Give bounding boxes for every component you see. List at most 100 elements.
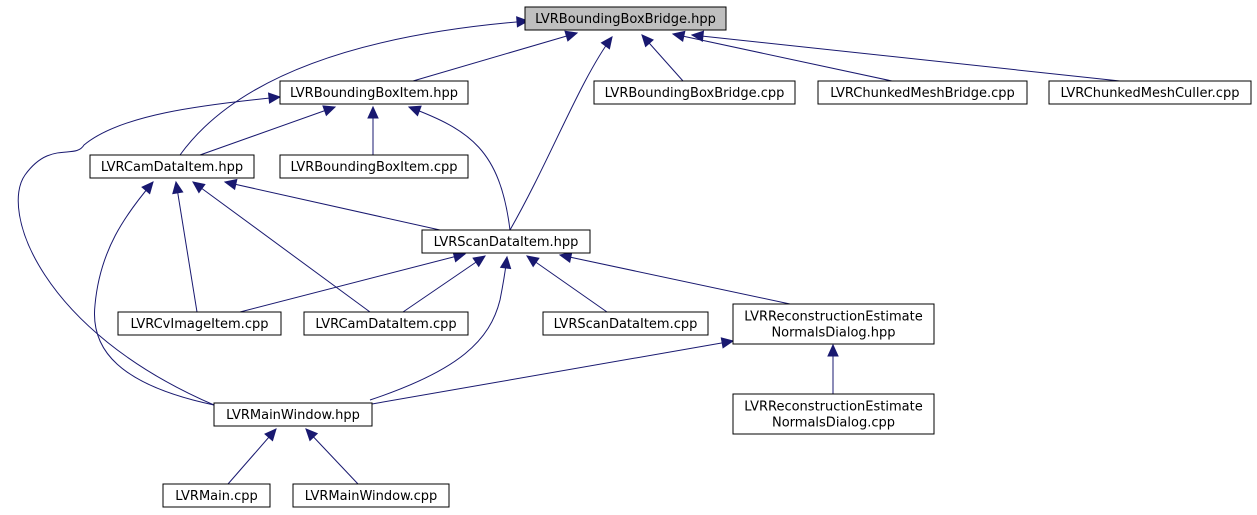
arrowhead	[407, 105, 422, 117]
edge-scandata_hpp-to-bridge_hpp	[509, 36, 613, 231]
arrowhead	[172, 180, 184, 195]
node-cvimage-cpp[interactable]: LVRCvImageItem.cpp	[117, 311, 282, 336]
edge-line	[369, 256, 508, 401]
edge-line	[305, 428, 359, 485]
node-box	[303, 311, 469, 336]
arrowhead	[499, 255, 512, 270]
node-chunkbridge-cpp[interactable]: LVRChunkedMeshBridge.cpp	[817, 80, 1028, 105]
node-box	[732, 303, 935, 345]
node-mainwindow-cpp[interactable]: LVRMainWindow.cpp	[292, 483, 450, 508]
node-label: LVRScanDataItem.cpp	[554, 317, 698, 332]
arrowhead	[192, 181, 206, 194]
node-label: LVRCamDataItem.cpp	[315, 317, 456, 332]
node-box	[292, 483, 450, 508]
edge-line	[691, 34, 1121, 82]
arrowhead	[641, 34, 654, 48]
edge-line	[227, 428, 277, 485]
node-box	[524, 6, 727, 31]
node-label: LVRScanDataItem.hpp	[434, 235, 579, 250]
edge-mainwindow_cpp-to-mainwindow_hpp	[305, 428, 359, 485]
nodes-layer: LVRBoundingBoxBridge.hppLVRBoundingBoxIt…	[89, 6, 1252, 508]
edge-line	[224, 181, 441, 231]
node-label: LVRBoundingBoxBridge.hpp	[535, 12, 716, 27]
node-box	[542, 311, 709, 336]
edge-scandata_hpp-to-bbitem_hpp	[407, 105, 511, 231]
node-label: LVRBoundingBoxItem.hpp	[290, 86, 458, 101]
edge-chunkculler_cpp-to-bridge_hpp	[690, 30, 1121, 82]
node-label: LVRCvImageItem.cpp	[131, 317, 269, 332]
edge-bridge_cpp-to-bridge_hpp	[641, 34, 684, 82]
edge-camdata_hpp-to-bbitem_hpp	[199, 105, 337, 156]
arrowhead	[264, 428, 277, 442]
edge-line	[17, 96, 281, 406]
edge-line	[192, 181, 371, 313]
node-bbitem-hpp[interactable]: LVRBoundingBoxItem.hpp	[279, 80, 469, 105]
arrowhead	[671, 30, 686, 43]
arrowhead	[472, 255, 486, 268]
node-box	[732, 393, 935, 435]
node-box	[817, 80, 1028, 105]
edge-line	[526, 255, 608, 313]
node-scandata-hpp[interactable]: LVRScanDataItem.hpp	[421, 229, 591, 254]
node-label: LVRBoundingBoxItem.cpp	[291, 160, 458, 175]
node-main-cpp[interactable]: LVRMain.cpp	[162, 483, 271, 508]
edge-line	[559, 254, 791, 305]
edge-line	[412, 32, 578, 82]
edge-cvimage_cpp-to-camdata_hpp	[172, 180, 198, 313]
edge-camdata_cpp-to-scandata_hpp	[402, 255, 486, 313]
edge-line	[672, 33, 893, 82]
node-label: NormalsDialog.cpp	[772, 416, 895, 431]
arrowhead	[690, 30, 705, 42]
node-label: NormalsDialog.hpp	[771, 326, 895, 341]
node-camdata-hpp[interactable]: LVRCamDataItem.hpp	[89, 154, 255, 179]
edge-scandata_cpp-to-scandata_hpp	[526, 255, 608, 313]
node-bridge-cpp[interactable]: LVRBoundingBoxBridge.cpp	[593, 80, 796, 105]
arrowhead	[564, 30, 579, 42]
edge-bbitem_hpp-to-bridge_hpp	[412, 30, 579, 82]
edge-bbitem_cpp-to-bbitem_hpp	[367, 105, 379, 155]
edge-line	[239, 253, 466, 313]
node-bbitem-cpp[interactable]: LVRBoundingBoxItem.cpp	[279, 154, 469, 179]
node-scandata-cpp[interactable]: LVRScanDataItem.cpp	[542, 311, 709, 336]
edge-camdata_cpp-to-camdata_hpp	[192, 181, 371, 313]
node-box	[1048, 80, 1252, 105]
node-box	[279, 80, 469, 105]
arrowhead	[141, 181, 154, 195]
edge-line	[199, 106, 336, 156]
node-mainwindow-hpp[interactable]: LVRMainWindow.hpp	[213, 402, 373, 427]
node-chunkculler-cpp[interactable]: LVRChunkedMeshCuller.cpp	[1048, 80, 1252, 105]
arrowhead	[526, 255, 540, 268]
node-box	[593, 80, 796, 105]
edge-chunkbridge_cpp-to-bridge_hpp	[671, 30, 893, 82]
node-label: LVRReconstructionEstimate	[744, 310, 922, 325]
edge-mainwindow_hpp-to-recon_hpp	[371, 337, 735, 405]
edge-mainwindow_hpp-to-camdata_hpp	[93, 181, 215, 406]
edge-mainwindow_hpp-to-scandata_hpp	[369, 255, 512, 401]
arrowhead	[267, 92, 282, 104]
arrowhead	[600, 36, 613, 50]
node-box	[279, 154, 469, 179]
edge-mainwindow_hpp-to-bbitem_hpp	[17, 92, 282, 406]
node-label: LVRCamDataItem.hpp	[101, 160, 243, 175]
node-recon-cpp[interactable]: LVRReconstructionEstimateNormalsDialog.c…	[732, 393, 935, 435]
node-label: LVRMainWindow.hpp	[226, 408, 360, 423]
node-box	[162, 483, 271, 508]
node-bridge-hpp[interactable]: LVRBoundingBoxBridge.hpp	[524, 6, 727, 31]
node-camdata-cpp[interactable]: LVRCamDataItem.cpp	[303, 311, 469, 336]
edge-recon_cpp-to-recon_hpp	[827, 343, 839, 394]
edge-line	[509, 36, 613, 231]
edge-line	[408, 106, 511, 231]
node-recon-hpp[interactable]: LVRReconstructionEstimateNormalsDialog.h…	[732, 303, 935, 345]
edges-layer	[17, 16, 1121, 485]
arrowhead	[720, 337, 735, 349]
node-box	[117, 311, 282, 336]
arrowhead	[223, 178, 238, 191]
arrowhead	[305, 428, 319, 442]
edge-line	[371, 340, 734, 405]
arrowhead	[322, 105, 337, 117]
node-label: LVRMainWindow.cpp	[305, 489, 438, 504]
node-box	[89, 154, 255, 179]
node-label: LVRChunkedMeshBridge.cpp	[830, 86, 1015, 101]
edge-cvimage_cpp-to-scandata_hpp	[239, 251, 467, 313]
